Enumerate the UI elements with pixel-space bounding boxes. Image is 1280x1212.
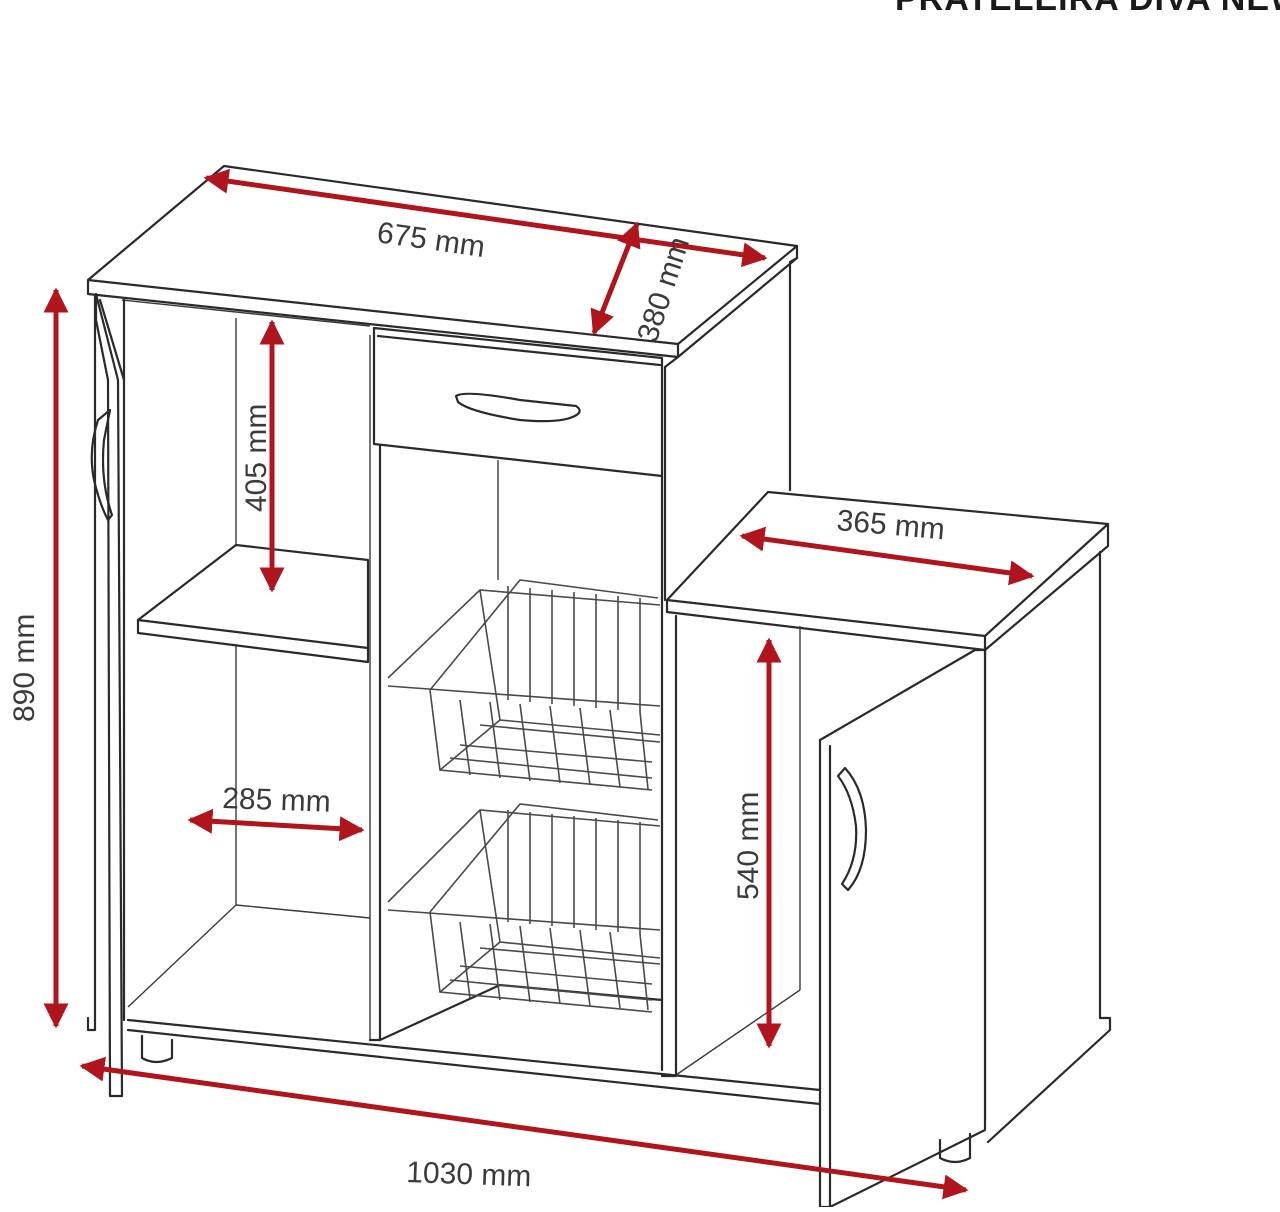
product-title: PRATELEIRA DIVA NEW: [895, 0, 1280, 18]
upper-basket: [387, 579, 661, 791]
arrow-top-depth: [590, 221, 641, 336]
arrow-top-width: [203, 168, 768, 268]
dimension-arrows: [43, 168, 1035, 1200]
label-total-width: 1030 mm: [406, 1156, 532, 1193]
label-side-height: 540 mm: [732, 792, 765, 900]
arrow-total-width: [79, 1056, 969, 1200]
label-niche-height: 405 mm: [240, 404, 273, 512]
arrow-shelf-width: [187, 808, 365, 842]
main-cabinet: [86, 164, 822, 1106]
arrow-side-top-width: [739, 526, 1035, 586]
lower-basket: [387, 803, 661, 1013]
label-total-height: 890 mm: [8, 614, 41, 722]
label-shelf-width: 285 mm: [222, 782, 331, 819]
